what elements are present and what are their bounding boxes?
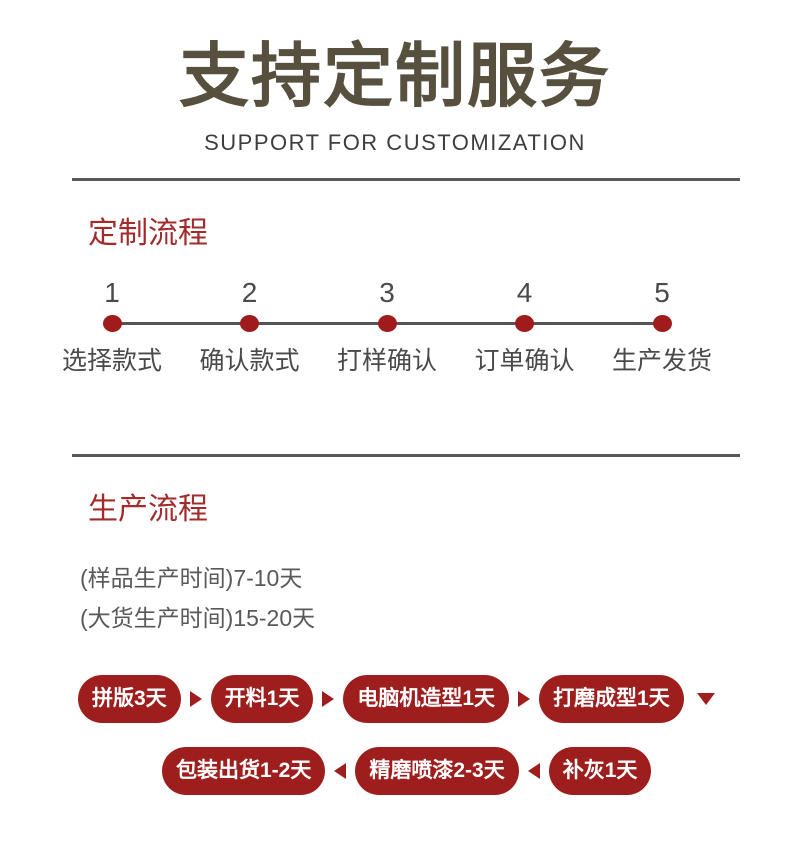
step-dot-icon bbox=[102, 314, 122, 332]
production-flow-row-1: 拼版3天 开料1天 电脑机造型1天 打磨成型1天 bbox=[78, 674, 790, 723]
customization-service-page: 支持定制服务 SUPPORT FOR CUSTOMIZATION 定制流程 1 … bbox=[0, 36, 790, 854]
timeline-step: 3 打样确认 bbox=[332, 276, 442, 377]
page-subtitle: SUPPORT FOR CUSTOMIZATION bbox=[204, 129, 586, 155]
step-label: 订单确认 bbox=[474, 346, 575, 375]
timeline-step: 5 生产发货 bbox=[607, 276, 717, 377]
step-dot-icon bbox=[515, 314, 534, 332]
step-number: 3 bbox=[379, 276, 395, 308]
arrow-left-icon bbox=[334, 762, 347, 779]
flow-step-pill: 拼版3天 bbox=[78, 674, 181, 723]
step-number: 4 bbox=[516, 276, 533, 308]
arrow-right-icon bbox=[322, 690, 335, 707]
page-title: 支持定制服务 bbox=[179, 37, 611, 115]
step-label: 生产发货 bbox=[611, 346, 712, 375]
flow-step-pill: 打磨成型1天 bbox=[539, 674, 684, 723]
flow-step-pill: 包装出货1-2天 bbox=[162, 746, 326, 795]
arrow-right-icon bbox=[518, 690, 531, 707]
step-label: 选择款式 bbox=[61, 346, 162, 375]
step-number: 1 bbox=[104, 276, 120, 308]
step-number: 2 bbox=[241, 276, 258, 308]
step-number: 5 bbox=[654, 276, 670, 308]
flow-step-pill: 补灰1天 bbox=[548, 746, 652, 795]
divider bbox=[72, 453, 740, 457]
custom-process-heading: 定制流程 bbox=[88, 216, 208, 250]
timeline-step: 2 确认款式 bbox=[195, 276, 305, 377]
flow-step-pill: 精磨喷漆2-3天 bbox=[355, 746, 519, 795]
step-dot-icon bbox=[652, 314, 672, 332]
sample-production-time-note: (样品生产时间)7-10天 bbox=[80, 564, 303, 591]
divider bbox=[72, 177, 740, 181]
step-label: 确认款式 bbox=[199, 346, 300, 375]
production-flow-row-2: 包装出货1-2天 精磨喷漆2-3天 补灰1天 bbox=[162, 746, 790, 795]
timeline-step: 1 选择款式 bbox=[57, 276, 167, 377]
step-dot-icon bbox=[240, 314, 259, 332]
flow-step-pill: 电脑机造型1天 bbox=[343, 674, 510, 723]
production-process-heading: 生产流程 bbox=[88, 492, 208, 526]
flow-step-pill: 开料1天 bbox=[210, 674, 314, 723]
timeline-step: 4 订单确认 bbox=[470, 276, 580, 377]
step-label: 打样确认 bbox=[336, 346, 437, 375]
arrow-right-icon bbox=[189, 690, 202, 707]
custom-process-timeline: 1 选择款式 2 确认款式 3 打样确认 4 订单确认 5 生产发货 bbox=[57, 276, 717, 377]
step-dot-icon bbox=[377, 314, 397, 332]
bulk-production-time-note: (大货生产时间)15-20天 bbox=[80, 604, 316, 631]
arrow-left-icon bbox=[527, 762, 540, 779]
arrow-down-icon bbox=[696, 692, 715, 705]
